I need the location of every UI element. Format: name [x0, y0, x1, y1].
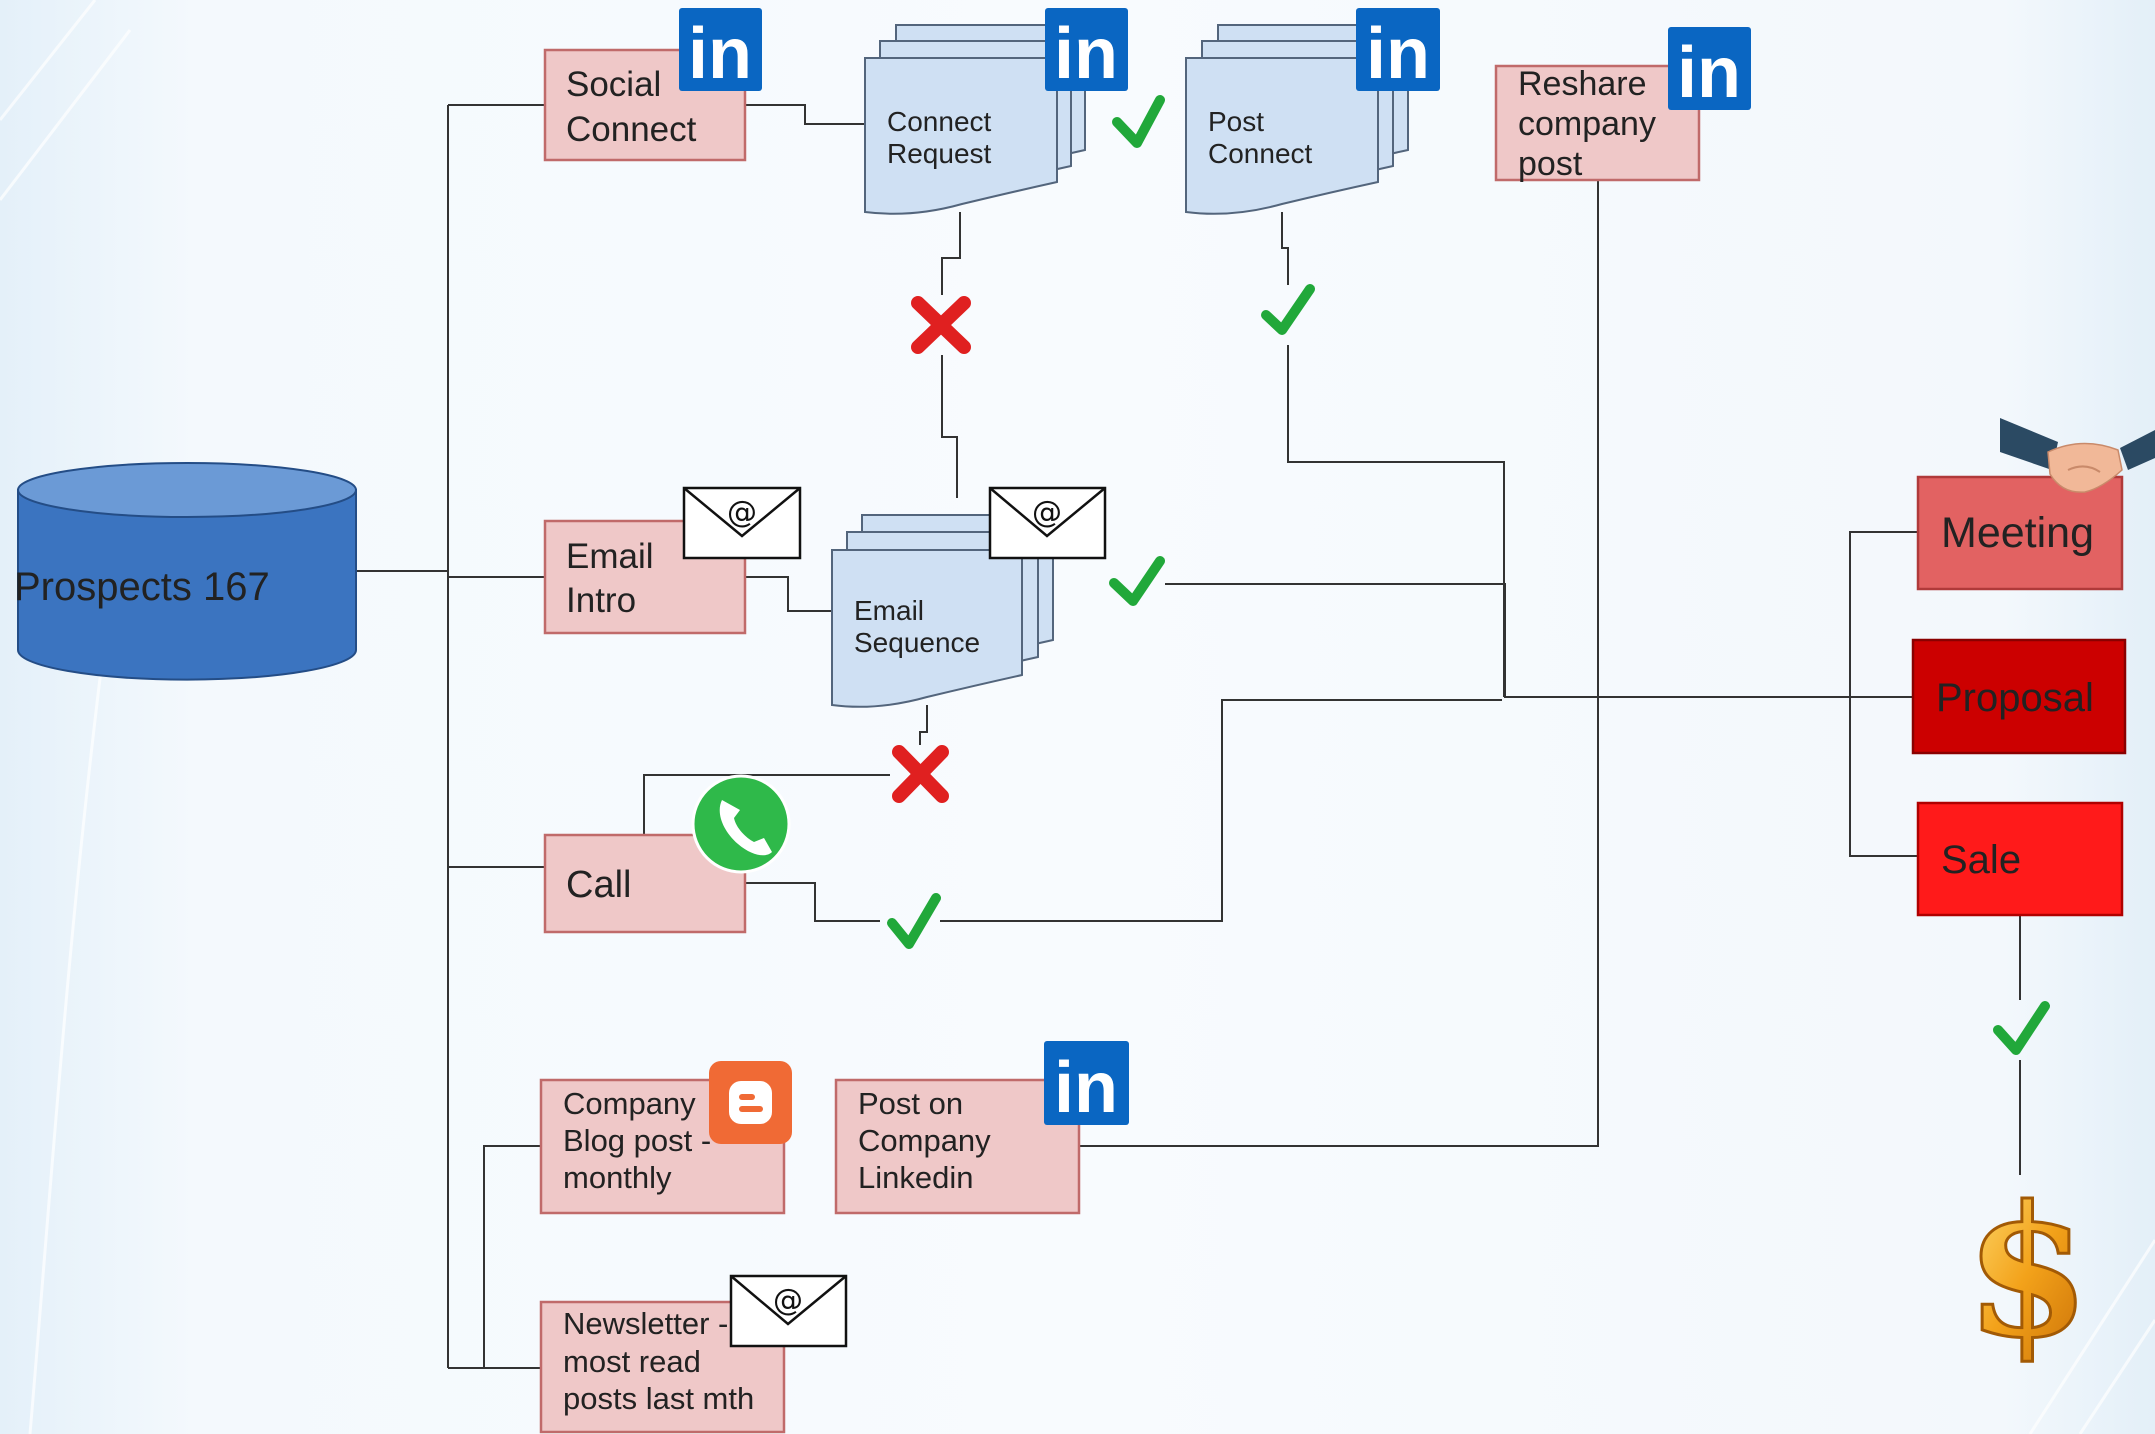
- check-icon: [887, 893, 941, 949]
- reshare-company-post-node: Reshare company post: [1494, 64, 1701, 183]
- email-sequence-line-1: Email: [854, 595, 924, 626]
- linkedin-icon: in: [679, 8, 762, 94]
- blog-line-3: monthly: [563, 1160, 672, 1195]
- connect-request-line-1: Connect: [887, 106, 992, 137]
- linkedin-icon: in: [1356, 8, 1440, 94]
- cross-icon: [911, 296, 971, 354]
- post-company-line-2: Company: [858, 1123, 991, 1158]
- svg-text:Company Blog post -: Company Blog post - monthly: [563, 1086, 720, 1195]
- svg-text:Reshare company po: Reshare company post: [1518, 65, 1665, 183]
- phone-icon: [691, 774, 791, 874]
- email-intro-line-1: Email: [566, 537, 654, 576]
- prospects-database: Prospects 167: [14, 462, 357, 681]
- connect-request-line-2: Request: [887, 138, 992, 169]
- svg-text:in: in: [1366, 14, 1430, 94]
- social-connect-line-1: Social: [566, 65, 661, 104]
- email-sequence-line-2: Sequence: [854, 627, 980, 658]
- call-label: Call: [566, 864, 631, 906]
- svg-text:Email Sequence: Email Sequence: [854, 595, 980, 658]
- post-on-company-linkedin-node: Post on Company Linkedin: [834, 1078, 1081, 1215]
- handshake-icon: [2000, 418, 2155, 493]
- check-icon: [1109, 556, 1165, 606]
- linkedin-icon: in: [1044, 1041, 1129, 1128]
- proposal-label: Proposal: [1936, 676, 2094, 720]
- newsletter-node: Newsletter - most read posts last mth: [539, 1300, 786, 1434]
- post-company-line-3: Linkedin: [858, 1160, 973, 1195]
- svg-text:@: @: [773, 1283, 803, 1318]
- meeting-label: Meeting: [1941, 509, 2094, 557]
- proposal-node: Proposal: [1911, 638, 2127, 755]
- check-icon: [1112, 95, 1165, 148]
- email-icon: @: [988, 486, 1107, 560]
- svg-text:Connect Request: Connect Request: [887, 106, 999, 169]
- reshare-line-1: Reshare: [1518, 65, 1647, 103]
- svg-text:in: in: [1054, 1048, 1118, 1128]
- check-icon: [1993, 1001, 2050, 1055]
- post-connect-line-2: Connect: [1208, 138, 1313, 169]
- blogger-icon: [709, 1061, 792, 1144]
- linkedin-icon: in: [1668, 27, 1751, 113]
- newsletter-line-2: most read: [563, 1344, 701, 1379]
- svg-text:in: in: [1054, 14, 1118, 94]
- reshare-line-2: company: [1518, 105, 1656, 143]
- blog-line-2: Blog post -: [563, 1123, 711, 1158]
- svg-text:Newsletter - most read: Newsletter - most read posts last mth: [563, 1306, 754, 1416]
- email-intro-line-2: Intro: [566, 581, 636, 620]
- svg-text:Social Connect: Social Connect: [566, 65, 697, 149]
- cross-icon: [892, 745, 949, 803]
- database-label: Prospects 167: [14, 565, 270, 609]
- post-connect-line-1: Post: [1208, 106, 1264, 137]
- newsletter-line-1: Newsletter -: [563, 1306, 728, 1341]
- svg-text:Post on Company Li: Post on Company Linkedin: [858, 1086, 999, 1195]
- sale-node: Sale: [1916, 801, 2124, 917]
- social-connect-line-2: Connect: [566, 110, 697, 149]
- email-icon: @: [682, 486, 802, 560]
- check-icon: [1261, 284, 1315, 335]
- linkedin-icon: in: [1045, 8, 1128, 94]
- svg-text:@: @: [1032, 495, 1062, 530]
- svg-text:in: in: [1677, 33, 1741, 113]
- svg-text:@: @: [727, 495, 757, 530]
- connectors: [356, 104, 2021, 1369]
- dollar-icon: $: [1964, 1166, 2092, 1380]
- svg-text:in: in: [688, 14, 752, 94]
- sale-label: Sale: [1941, 838, 2021, 882]
- svg-text:Email Intro: Email Intro: [566, 537, 663, 620]
- svg-text:$: $: [1965, 1167, 2090, 1378]
- post-company-line-1: Post on: [858, 1086, 963, 1121]
- svg-text:Post Connect: Post Connect: [1208, 106, 1313, 169]
- newsletter-line-3: posts last mth: [563, 1381, 754, 1416]
- meeting-node: Meeting: [1916, 475, 2124, 591]
- email-icon: @: [729, 1274, 848, 1348]
- connect-request-node: Connect Request: [864, 24, 1086, 215]
- reshare-line-3: post: [1518, 145, 1583, 183]
- blog-line-1: Company: [563, 1086, 696, 1121]
